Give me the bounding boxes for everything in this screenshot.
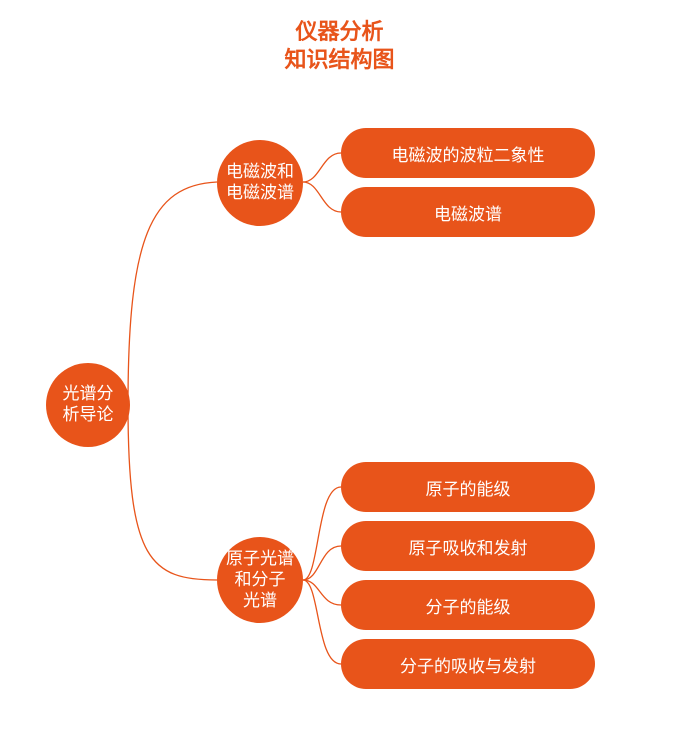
connector-root-to-branch-1 bbox=[127, 181, 218, 406]
branch-node-electromagnetic: 电磁波和 电磁波谱 bbox=[217, 140, 303, 226]
branch-node-label-line: 光谱 bbox=[243, 590, 277, 611]
connector-branch-1-leaf-2 bbox=[302, 181, 342, 213]
leaf-node: 原子的能级 bbox=[341, 462, 595, 512]
leaf-node: 分子的能级 bbox=[341, 580, 595, 630]
connector-branch-2-leaf-2 bbox=[302, 545, 342, 581]
root-node: 光谱分 析导论 bbox=[46, 363, 130, 447]
connector-branch-1-leaf-1 bbox=[302, 152, 342, 183]
branch-node-label-line: 电磁波谱 bbox=[226, 183, 294, 203]
diagram-title-line-2: 知识结构图 bbox=[284, 48, 395, 73]
root-node-label-line-2: 析导论 bbox=[62, 405, 114, 425]
root-node-label-line-1: 光谱分 bbox=[62, 384, 114, 404]
leaf-node: 原子吸收和发射 bbox=[341, 521, 595, 571]
branch-node-label-line: 和分子 bbox=[234, 569, 286, 590]
leaf-node: 电磁波的波粒二象性 bbox=[341, 128, 595, 178]
connector-branch-2-leaf-4 bbox=[302, 579, 342, 665]
connector-branch-2-leaf-1 bbox=[302, 486, 342, 581]
branch-node-label-line: 原子光谱 bbox=[226, 548, 294, 569]
connector-branch-2-leaf-3 bbox=[302, 579, 342, 606]
leaf-node: 电磁波谱 bbox=[341, 187, 595, 237]
diagram-title-line-1: 仪器分析 bbox=[295, 20, 384, 45]
connector-root-to-branch-2 bbox=[127, 404, 218, 581]
branch-node-label-line: 电磁波和 bbox=[226, 162, 294, 182]
branch-node-atomic-molecular-spectra: 原子光谱 和分子 光谱 bbox=[217, 537, 303, 623]
leaf-node: 分子的吸收与发射 bbox=[341, 639, 595, 689]
